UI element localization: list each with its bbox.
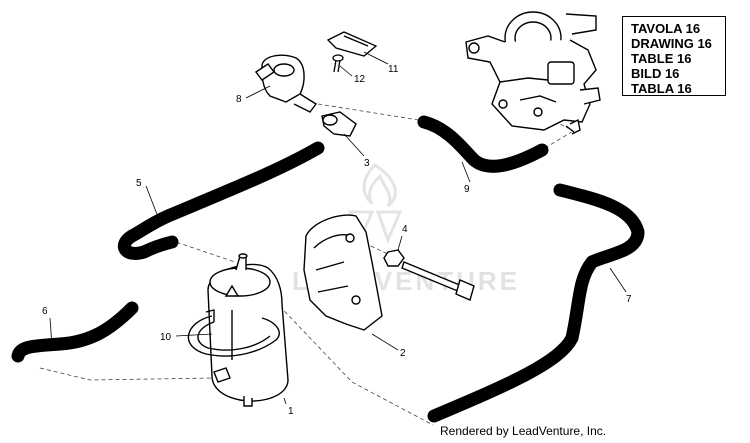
hose-7 <box>427 183 645 423</box>
bracket-11 <box>326 31 378 57</box>
leader-6-to-1 <box>39 367 216 381</box>
valve-8 <box>254 54 318 113</box>
callout-2: 2 <box>400 348 406 359</box>
callout-5: 5 <box>136 178 142 189</box>
clamp-10 <box>187 309 280 357</box>
hoses <box>11 115 645 423</box>
legend-line-en-drawing: DRAWING 16 <box>631 36 712 51</box>
callout-numbers: 1 2 3 4 5 6 7 8 9 10 11 12 <box>42 64 632 417</box>
legend-line-de: BILD 16 <box>631 66 680 81</box>
throttle-bolt <box>565 118 581 135</box>
canister-1 <box>207 253 289 407</box>
nut-4 <box>383 249 405 267</box>
callout-7: 7 <box>626 294 632 305</box>
callout-10: 10 <box>160 332 172 343</box>
callout-3: 3 <box>364 158 370 169</box>
screw-12 <box>332 54 344 73</box>
callout-4: 4 <box>402 224 408 235</box>
callout-11: 11 <box>388 64 399 75</box>
legend-line-es: TABLA 16 <box>631 81 692 96</box>
legend-line-it: TAVOLA 16 <box>631 21 701 36</box>
callout-leaders <box>49 51 627 405</box>
callout-1: 1 <box>288 406 294 417</box>
hose-9 <box>417 115 549 173</box>
throttle-body <box>465 11 601 135</box>
callout-12: 12 <box>354 74 366 85</box>
hose-6 <box>11 301 139 363</box>
hose-5 <box>118 141 325 260</box>
shield-2 <box>303 214 383 331</box>
bolt <box>401 261 475 301</box>
leader-5-to-1 <box>169 239 236 263</box>
callout-9: 9 <box>464 184 470 195</box>
fitting-3 <box>321 111 357 137</box>
drawing-legend: TAVOLA 16 DRAWING 16 TABLE 16 BILD 16 TA… <box>622 16 726 96</box>
legend-line-fr: TABLE 16 <box>631 51 692 66</box>
leader-9-to-throttle <box>544 129 576 149</box>
callout-8: 8 <box>236 94 242 105</box>
rendered-by-credit: Rendered by LeadVenture, Inc. <box>440 424 607 438</box>
callout-6: 6 <box>42 306 48 317</box>
